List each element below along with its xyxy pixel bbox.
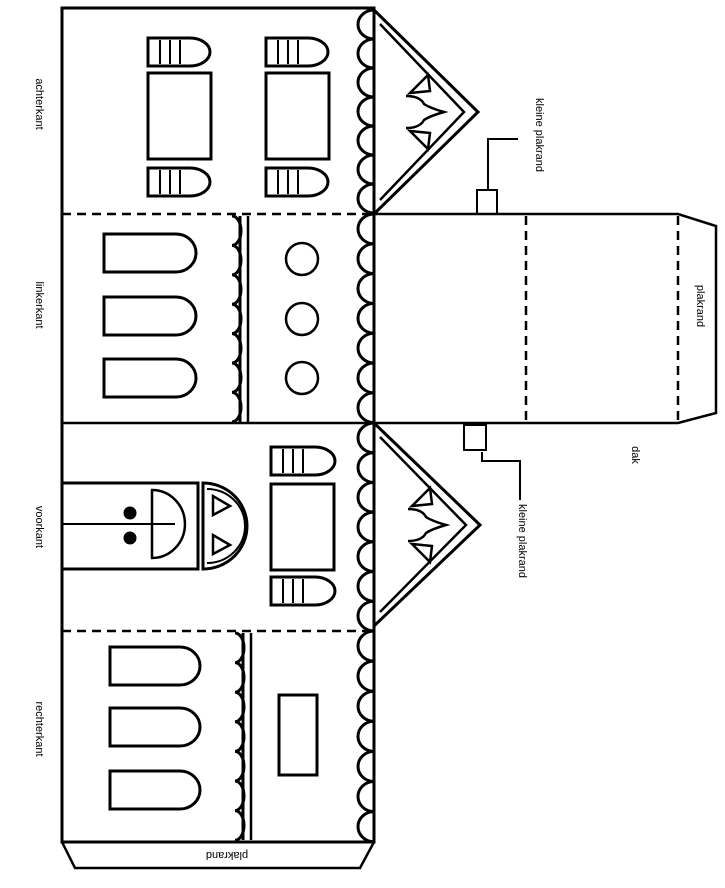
gable-triangle: [408, 542, 434, 565]
gable-triangle: [408, 485, 434, 508]
gable-triangle: [406, 72, 432, 95]
door-knob: [123, 531, 137, 545]
label-glue-flap-roof: plakrand: [694, 285, 706, 327]
fanlight-triangle: [211, 493, 233, 518]
fanlight-triangle: [211, 532, 233, 557]
arched-window: [102, 232, 198, 274]
door: [60, 481, 200, 571]
arched-window-bottom: [269, 575, 337, 607]
scallop: [234, 631, 246, 842]
label-right-wall: rechterkant: [33, 701, 45, 756]
window-right: [264, 71, 331, 161]
beam-scallops: [234, 631, 246, 842]
label-small-glue-flap-bottom: kleine plakrand: [516, 504, 528, 578]
scallop: [356, 629, 375, 844]
fanlight-inner: [206, 488, 246, 564]
arched-window: [102, 357, 198, 399]
left-wall: [102, 214, 320, 424]
window: [277, 693, 319, 777]
round-window: [284, 360, 320, 396]
arched-window: [108, 706, 202, 748]
round-window: [284, 241, 320, 277]
right-wall: [108, 631, 319, 842]
gable-top: [372, 6, 481, 218]
scallop: [356, 8, 375, 215]
small-glue-flap-top: [476, 189, 498, 215]
leader-line: [481, 452, 521, 500]
scalloped-edge: [356, 8, 375, 844]
leader-line: [487, 138, 518, 190]
label-roof: dak: [629, 446, 641, 464]
arched-window: [108, 769, 202, 811]
label-back-wall: achterkant: [33, 78, 45, 129]
arched-window-top: [269, 445, 337, 477]
round-window: [284, 301, 320, 337]
front-wall: [60, 445, 337, 607]
arched-window: [108, 645, 202, 687]
roof: [374, 138, 718, 500]
arched-window-top-left: [146, 36, 212, 68]
scallop: [356, 421, 375, 633]
arched-window: [102, 295, 198, 337]
door-knob: [123, 506, 137, 520]
beam-scallops: [231, 214, 243, 424]
arched-window-bottom-right: [264, 166, 330, 198]
back-wall: [146, 36, 331, 198]
small-glue-flap-bottom: [463, 424, 487, 451]
labels: achterkant linkerkant voorkant rechterka…: [33, 78, 706, 861]
bottom-glue-flap: [60, 841, 376, 870]
scallop: [356, 212, 375, 425]
arched-window-top-right: [264, 36, 330, 68]
fanlight: [201, 481, 249, 571]
gable-bottom: [372, 419, 483, 630]
gable-triangle: [406, 129, 432, 152]
window: [269, 482, 336, 572]
arched-window-bottom-left: [146, 166, 212, 198]
scallop: [231, 214, 243, 424]
door-arch: [150, 488, 187, 560]
label-small-glue-flap-top: kleine plakrand: [533, 98, 545, 172]
label-glue-flap-bottom: plakrand: [206, 849, 248, 861]
label-front-wall: voorkant: [33, 506, 45, 548]
label-left-wall: linkerkant: [33, 281, 45, 328]
window-left: [146, 71, 213, 161]
